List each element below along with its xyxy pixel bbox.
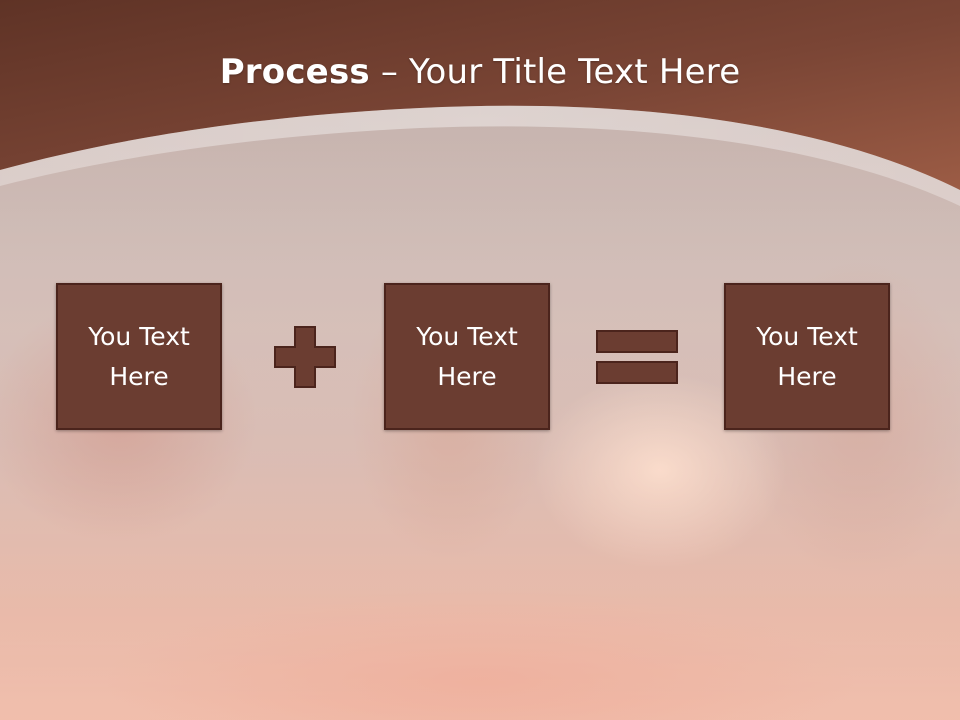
process-box-3[interactable]: You Text Here xyxy=(724,283,890,430)
plus-icon xyxy=(274,326,336,388)
title-bold: Process xyxy=(219,52,370,92)
slide-title[interactable]: Process – Your Title Text Here xyxy=(0,52,960,92)
title-rest: – Your Title Text Here xyxy=(369,52,741,92)
process-box-2[interactable]: You Text Here xyxy=(384,283,550,430)
process-box-3-text: You Text Here xyxy=(756,321,858,391)
process-box-2-text: You Text Here xyxy=(416,321,518,391)
process-box-1-text: You Text Here xyxy=(88,321,190,391)
header-banner xyxy=(0,0,960,206)
equals-icon xyxy=(596,330,678,384)
process-box-1[interactable]: You Text Here xyxy=(56,283,222,430)
